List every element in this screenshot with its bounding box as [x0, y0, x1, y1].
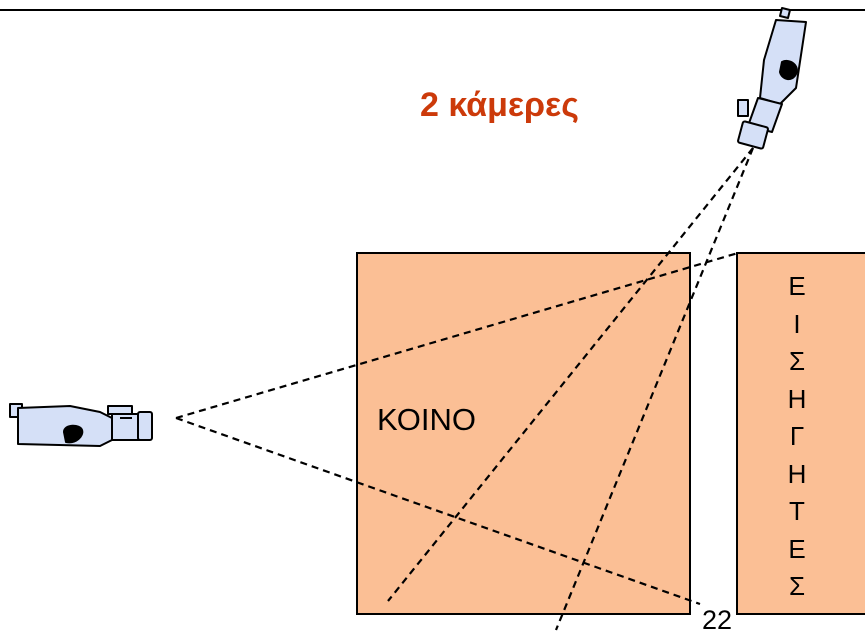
- presenters-letter: Σ: [788, 571, 806, 601]
- presenters-letter: Ε: [788, 271, 806, 301]
- presenters-letter: Σ: [788, 346, 806, 376]
- camera-top-right-icon: [737, 7, 807, 150]
- left-camera-sightline-upper: [175, 251, 739, 420]
- presenters-box: [736, 252, 865, 615]
- audience-label: ΚΟΙΝΟ: [377, 402, 476, 437]
- presenters-letter: Η: [787, 458, 807, 489]
- presenters-letter: Γ: [789, 421, 805, 451]
- left-camera-sightline-lower: [175, 416, 701, 606]
- presenters-letter: Τ: [789, 496, 805, 526]
- presenters-label: Ε Ι Σ Η Γ Η Τ Ε Σ: [782, 268, 812, 606]
- top-camera-sightline-right: [554, 147, 755, 631]
- slide-title: 2 κάμερες: [420, 86, 579, 124]
- presenters-letter: Ε: [788, 533, 806, 564]
- top-camera-sightline-left: [387, 147, 754, 602]
- top-rule: [0, 9, 865, 11]
- presenters-letter: Ι: [793, 308, 801, 339]
- camera-left-icon: [9, 403, 153, 447]
- presenters-letter: Η: [787, 383, 807, 414]
- slide-number: 22: [702, 605, 733, 635]
